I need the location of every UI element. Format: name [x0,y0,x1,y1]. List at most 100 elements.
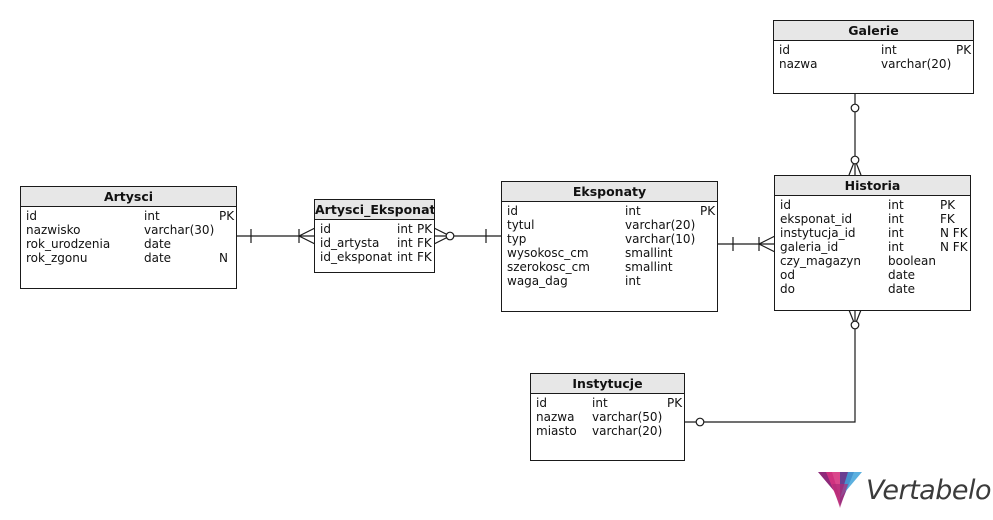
column-row: id int PK [531,396,684,410]
column-row: waga_dag int [502,274,717,288]
column-row: id int PK [21,209,236,223]
column-name: rok_urodzenia [26,237,111,251]
entity-artysci[interactable]: Artysci id int PK nazwisko varchar(30) r… [20,186,237,289]
column-row: id int PK [774,43,973,57]
relationship-instytucje-historia[interactable] [684,309,862,427]
column-key: PK [956,43,972,57]
column-key: N FK [940,240,968,254]
column-type: varchar(20) [592,424,663,438]
column-row: nazwa varchar(20) [774,57,973,71]
relationship-galerie-historia[interactable] [848,93,862,176]
vertabelo-logo: Vertabelo [818,470,992,510]
column-name: eksponat_id [780,212,853,226]
column-type: boolean [888,254,936,268]
column-row: czy_magazyn boolean [775,254,970,268]
entity-title: Instytucje [531,374,684,394]
relationship-artysci-eksponat-eksponaty[interactable] [433,227,501,245]
column-type: varchar(10) [625,232,696,246]
column-type: smallint [625,246,673,260]
column-row: do date [775,282,970,296]
column-name: galeria_id [780,240,839,254]
column-name: od [780,268,795,282]
column-row: szerokosc_cm smallint [502,260,717,274]
entity-title: Historia [775,176,970,196]
entity-title: Artysci_Eksponat [315,200,434,220]
entity-eksponaty[interactable]: Eksponaty id int PK tytul varchar(20) ty… [501,181,718,312]
column-row: typ varchar(10) [502,232,717,246]
column-row: instytucja_id int N FK [775,226,970,240]
column-name: tytul [507,218,535,232]
column-row: id int PK [315,222,434,236]
column-name: waga_dag [507,274,568,288]
column-key: FK [417,250,432,264]
column-key: PK [940,198,956,212]
relationship-artysci-artysci-eksponat[interactable] [236,227,316,245]
column-row: nazwa varchar(50) [531,410,684,424]
column-type: int [592,396,608,410]
column-type: int [888,226,904,240]
column-type: int [625,274,641,288]
column-key: PK [700,204,716,218]
column-name: do [780,282,795,296]
column-type: int [888,212,904,226]
column-type: varchar(20) [625,218,696,232]
column-name: id [779,43,790,57]
column-name: rok_zgonu [26,251,88,265]
column-key: PK [667,396,683,410]
column-key: FK [417,236,432,250]
column-name: id [26,209,37,223]
column-name: szerokosc_cm [507,260,590,274]
column-name: id [536,396,547,410]
column-name: nazwa [536,410,575,424]
column-type: int [888,198,904,212]
column-key: PK [417,222,433,236]
entity-title: Galerie [774,21,973,41]
column-key: N FK [940,226,968,240]
entity-historia[interactable]: Historia id int PK eksponat_id int FK in… [774,175,971,311]
entity-galerie[interactable]: Galerie id int PK nazwa varchar(20) [773,20,974,94]
column-row: od date [775,268,970,282]
column-name: czy_magazyn [780,254,862,268]
column-row: id int PK [502,204,717,218]
column-row: id_artysta int FK [315,236,434,250]
column-type: date [144,251,172,265]
column-name: miasto [536,424,577,438]
column-type: date [144,237,172,251]
relationship-eksponaty-historia[interactable] [717,235,776,253]
column-key: PK [219,209,235,223]
column-name: nazwisko [26,223,81,237]
entity-title: Eksponaty [502,182,717,202]
column-row: miasto varchar(20) [531,424,684,438]
column-name: id_eksponat [320,250,393,264]
entity-artysci-eksponat[interactable]: Artysci_Eksponat id int PK id_artysta in… [314,199,435,273]
column-key: FK [940,212,955,226]
column-key: N [219,251,228,265]
entity-instytucje[interactable]: Instytucje id int PK nazwa varchar(50) m… [530,373,685,461]
column-row: eksponat_id int FK [775,212,970,226]
column-row: nazwisko varchar(30) [21,223,236,237]
column-type: varchar(30) [144,223,215,237]
column-type: smallint [625,260,673,274]
column-type: int [397,222,413,236]
column-type: int [144,209,160,223]
column-name: id [507,204,518,218]
column-name: wysokosc_cm [507,246,589,260]
column-row: tytul varchar(20) [502,218,717,232]
column-name: typ [507,232,527,246]
column-row: rok_zgonu date N [21,251,236,265]
column-type: int [625,204,641,218]
column-type: int [397,250,413,264]
column-type: date [888,268,916,282]
column-row: id_eksponat int FK [315,250,434,264]
vertabelo-logo-text: Vertabelo [866,474,992,506]
column-type: date [888,282,916,296]
column-row: galeria_id int N FK [775,240,970,254]
column-row: wysokosc_cm smallint [502,246,717,260]
column-row: rok_urodzenia date [21,237,236,251]
column-name: id [780,198,791,212]
column-name: id_artysta [320,236,380,250]
column-name: instytucja_id [780,226,856,240]
column-type: int [888,240,904,254]
column-name: id [320,222,331,236]
